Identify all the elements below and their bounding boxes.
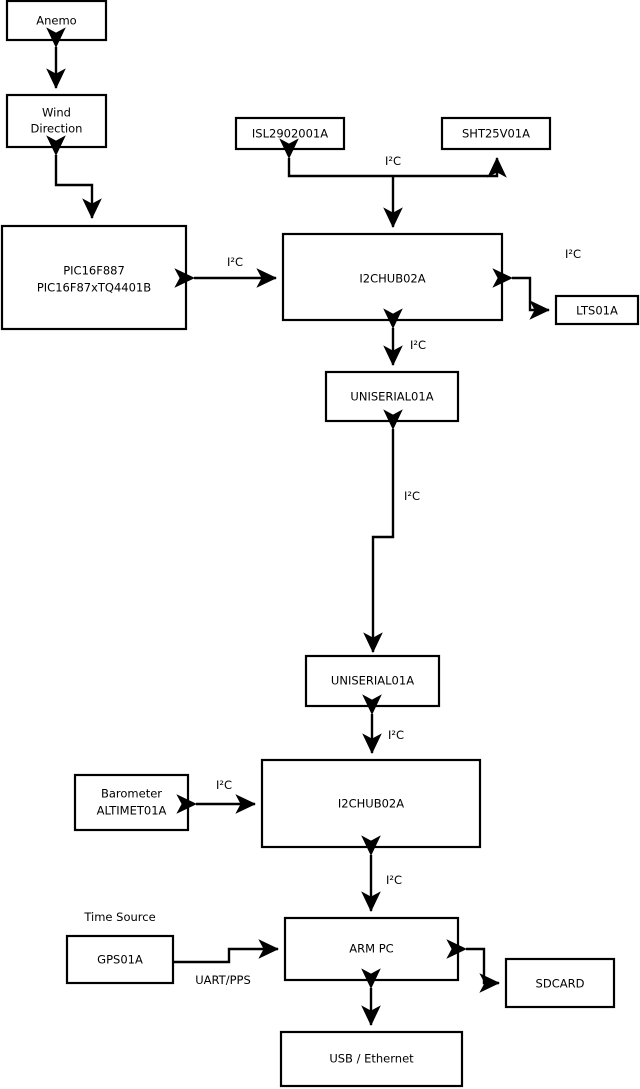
node-gps01a: GPS01A (65, 934, 175, 985)
node-usb-ethernet-box (279, 1030, 464, 1088)
edge-label-uart-pps: UART/PPS (195, 973, 251, 987)
node-anemo-label: Anemo (36, 14, 76, 28)
node-isl2902001a: ISL2902001A (234, 116, 346, 151)
edge-label-i2c-hub-arm: I²C (386, 873, 402, 887)
node-arm-pc-label: ARM PC (349, 942, 393, 956)
edge-label-i2c-hub-uniserial: I²C (410, 338, 426, 352)
node-wind-direction: Wind Direction (5, 93, 108, 149)
node-anemo: Anemo (5, 0, 108, 42)
node-sdcard: SDCARD (504, 957, 616, 1009)
edge-gps-arm-line (173, 939, 279, 964)
node-uniserial01a-top-label: UNISERIAL01A (350, 390, 433, 404)
edge-pic-hub-top: I²C (174, 255, 277, 288)
edge-hub-lts-line (492, 268, 550, 320)
edge-arm-sdcard (446, 939, 500, 993)
node-gps01a-label: GPS01A (97, 953, 143, 967)
edge-sensor-bus: I²C (279, 138, 507, 228)
node-usb-ethernet: USB / Ethernet (279, 1030, 464, 1088)
edge-label-i2c-pic-hub: I²C (227, 255, 243, 269)
edge-arm-sdcard-line (446, 939, 500, 993)
node-gps01a-box (65, 934, 175, 985)
node-lts01a-box (554, 294, 640, 326)
node-i2chub02a-top: I2CHUB02A (281, 232, 504, 322)
edge-uniserial-hub-bottom: I²C (362, 694, 404, 754)
edge-hub-arm: I²C (361, 835, 402, 912)
node-i2chub02a-top-label: I2CHUB02A (359, 272, 425, 286)
node-i2chub02a-bottom: I2CHUB02A (260, 758, 482, 849)
node-sdcard-label: SDCARD (536, 977, 585, 991)
node-pic-box (0, 224, 188, 331)
node-pic: PIC16F887 PIC16F87xTQ4401B (0, 224, 188, 331)
node-i2chub02a-top-box (281, 232, 504, 322)
node-barometer-label-line2: ALTIMET01A (97, 804, 167, 818)
edge-uniserial-link-line (363, 409, 403, 653)
node-usb-ethernet-label: USB / Ethernet (329, 1052, 414, 1066)
node-barometer-box (73, 773, 190, 832)
edge-wind-pic-line (46, 135, 102, 219)
node-wind-direction-label-line1: Wind (42, 106, 71, 120)
node-uniserial01a-top: UNISERIAL01A (324, 370, 460, 423)
node-barometer-label-line1: Barometer (101, 787, 162, 801)
edge-barometer-hub: I²C (176, 778, 256, 814)
node-sht25v01a-label: SHT25V01A (462, 127, 530, 141)
edge-label-i2c-uniserial-link: I²C (404, 489, 420, 503)
edge-label-i2c-uniserial-hub: I²C (388, 728, 404, 742)
node-i2chub02a-bottom-box (260, 758, 482, 849)
node-wind-direction-label-line2: Direction (31, 122, 83, 136)
edge-gps-arm: UART/PPS (173, 939, 279, 987)
node-uniserial01a-bottom: UNISERIAL01A (304, 654, 441, 708)
edge-hub-lts: I²C (492, 247, 581, 320)
edge-wind-pic (46, 135, 102, 219)
edge-label-i2c-baro-hub: I²C (216, 778, 232, 792)
edge-label-i2c-sensors-top: I²C (385, 154, 401, 168)
node-pic-label-line2: PIC16F87xTQ4401B (37, 281, 151, 295)
edge-uniserial-link: I²C (363, 409, 420, 653)
node-isl2902001a-label: ISL2902001A (252, 127, 328, 141)
node-uniserial01a-bottom-label: UNISERIAL01A (331, 674, 414, 688)
node-lts01a: LTS01A (554, 294, 640, 326)
annotation-time-source: Time Source (83, 910, 155, 924)
node-i2chub02a-bottom-label: I2CHUB02A (338, 797, 404, 811)
node-pic-label-line1: PIC16F887 (63, 264, 125, 278)
edge-hub-uniserial-top: I²C (383, 308, 426, 366)
node-sht25v01a: SHT25V01A (440, 116, 552, 151)
edge-label-i2c-hub-lts: I²C (565, 247, 581, 261)
node-sdcard-box (504, 957, 616, 1009)
node-barometer: Barometer ALTIMET01A (73, 773, 190, 832)
node-arm-pc: ARM PC (283, 916, 460, 982)
node-lts01a-label: LTS01A (576, 304, 618, 318)
